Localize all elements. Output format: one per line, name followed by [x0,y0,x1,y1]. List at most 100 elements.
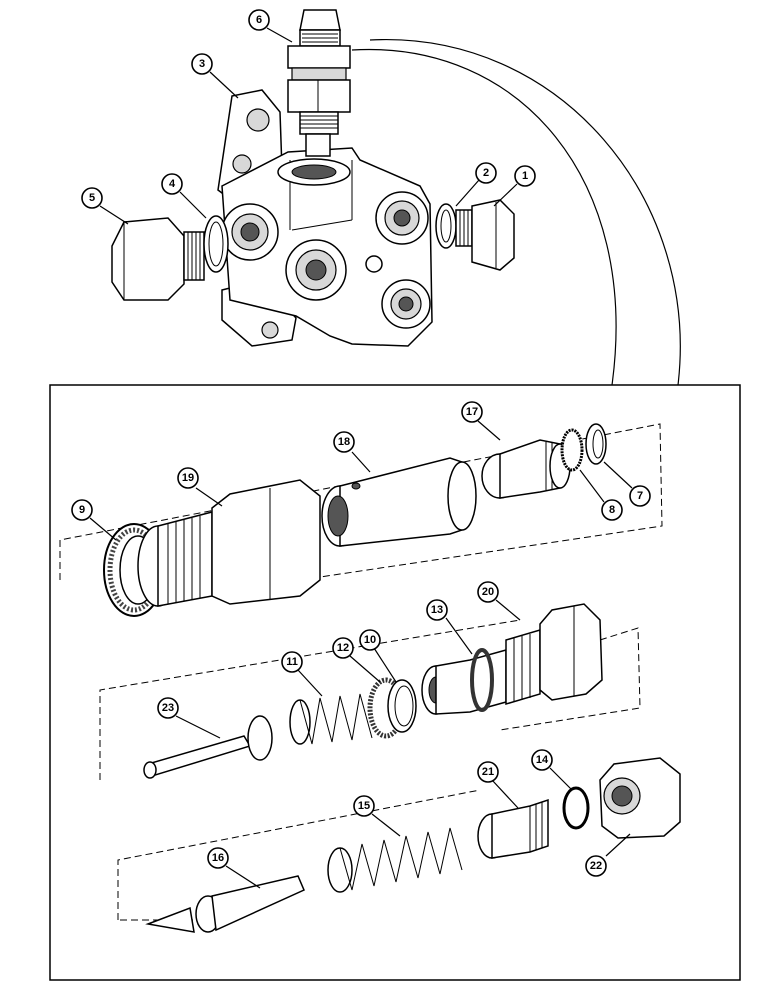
callout-20[interactable]: 20 [477,581,499,603]
callout-5[interactable]: 5 [81,187,103,209]
callout-1[interactable]: 1 [514,165,536,187]
callout-circle [281,651,303,673]
callout-circle [177,467,199,489]
callout-8[interactable]: 8 [601,499,623,521]
leader-20 [495,599,521,621]
plug-thread-lines [459,210,469,246]
leader-9 [89,517,117,541]
callout-4[interactable]: 4 [161,173,183,195]
plug-hex-head [471,199,515,271]
leader-15 [371,813,401,837]
leader-19 [195,487,223,507]
needle-tip [145,906,195,933]
pin-shaft [147,735,252,777]
callout-10[interactable]: 10 [359,629,381,651]
callout-circle [461,401,483,423]
pin-23 [143,715,273,779]
poppet-17 [481,439,571,499]
callout-21[interactable]: 21 [477,761,499,783]
callout-circle [531,749,553,771]
right-lower-port-bore [398,296,414,312]
callout-16[interactable]: 16 [207,847,229,869]
pin-collar [247,715,273,761]
pin-tip [143,761,157,779]
callout-12[interactable]: 12 [332,637,354,659]
spring-end [327,847,353,893]
callout-circle [477,761,499,783]
callout-label: 9 [79,504,85,516]
seat-thread-lines [529,802,543,852]
callout-label: 22 [590,860,602,872]
callout-13[interactable]: 13 [426,599,448,621]
plug-thread [183,231,205,281]
callout-18[interactable]: 18 [333,431,355,453]
callout-9[interactable]: 9 [71,499,93,521]
callout-19[interactable]: 19 [177,467,199,489]
callout-15[interactable]: 15 [353,795,375,817]
needle-pin-16 [145,875,305,933]
sleeve-18 [321,457,477,547]
callout-14[interactable]: 14 [531,749,553,771]
valve-body-assembly [217,39,681,386]
callout-label: 14 [536,754,549,766]
callout-23[interactable]: 23 [157,697,179,719]
leader-21 [491,779,519,809]
nut-thread-section [505,628,541,706]
callout-circle [191,53,213,75]
callout-22[interactable]: 22 [585,855,607,877]
leader-23 [175,715,221,739]
callout-label: 17 [466,406,478,418]
needle-shaft [211,875,305,932]
callout-17[interactable]: 17 [461,401,483,423]
fitting-body-19 [137,479,321,607]
valve-hex-lower [287,79,351,113]
left-port-bore [240,222,260,242]
o-ring-14 [562,786,590,830]
spring-coils [299,693,373,745]
callout-3[interactable]: 3 [191,53,213,75]
fitting-threaded-section [157,511,213,607]
leader-3 [209,71,239,99]
callout-circle [477,581,499,603]
valve-collar [291,67,347,81]
callout-2[interactable]: 2 [475,162,497,184]
callout-circle [514,165,536,187]
fitting-hex [211,479,321,605]
stem-thread [300,115,338,129]
callout-label: 6 [256,14,262,26]
callout-7[interactable]: 7 [629,485,651,507]
callout-label: 19 [182,472,194,484]
valve-thread [302,33,338,43]
callout-circle [426,599,448,621]
leader-1 [493,183,518,207]
sleeve-end-right [447,461,477,531]
nut-thread-lines [513,634,531,702]
leader-17 [477,420,501,441]
leader-10 [373,647,397,683]
leader-2 [455,179,480,207]
detail-connector-curve [369,39,681,386]
right-plug [455,199,515,271]
middle-group-outline [99,619,641,780]
leader-18 [351,451,371,473]
callout-circle [585,855,607,877]
leader-lines [89,27,633,889]
spring-11 [289,693,373,745]
callout-label: 3 [199,58,205,70]
sleeve-body [339,457,463,547]
callout-label: 16 [212,852,224,864]
valve-cap [299,9,341,31]
spring-seat-21 [477,798,549,859]
cap-nut-22 [599,757,681,839]
leader-6 [266,27,293,43]
top-port-bore [291,164,337,180]
callout-label: 10 [364,634,376,646]
sleeve-bore [327,495,349,537]
callout-6[interactable]: 6 [248,9,270,31]
callout-label: 5 [89,192,95,204]
callout-label: 15 [358,800,370,812]
callout-circle [629,485,651,507]
spring-end [289,699,311,745]
callout-11[interactable]: 11 [281,651,303,673]
